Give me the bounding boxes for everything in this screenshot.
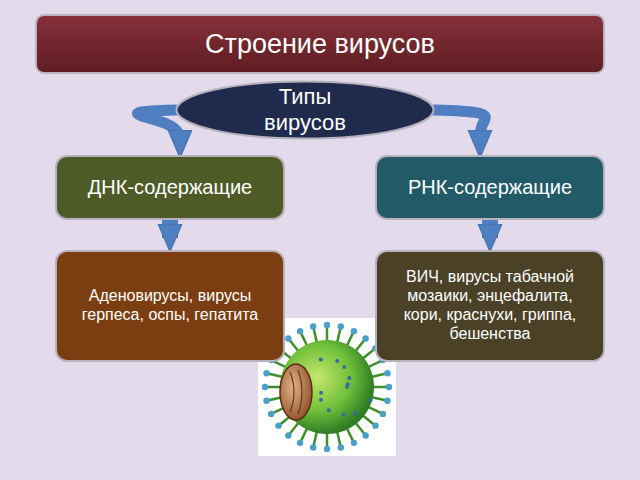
category-box: Аденовирусы, вирусы герпеса, оспы, гепат… bbox=[55, 250, 285, 362]
connector-arrow bbox=[162, 220, 178, 238]
dot bbox=[335, 359, 339, 363]
spike-tip bbox=[263, 370, 269, 376]
dot bbox=[342, 365, 346, 369]
spike-tip bbox=[275, 422, 281, 428]
dot bbox=[353, 411, 357, 415]
connector-arrow bbox=[137, 110, 180, 144]
spike-tip bbox=[263, 398, 269, 404]
spike-tip bbox=[372, 422, 378, 428]
connector-arrow bbox=[433, 110, 485, 144]
dot bbox=[319, 357, 323, 361]
spike-tip bbox=[380, 411, 386, 417]
spike-tip bbox=[262, 384, 268, 390]
dot bbox=[342, 413, 346, 417]
node-label: ВИЧ, вирусы табачной мозаики, энцефалита… bbox=[390, 268, 590, 344]
dot bbox=[327, 408, 331, 412]
virus-core bbox=[280, 364, 312, 420]
spike-tip bbox=[384, 370, 390, 376]
virus-core-lines bbox=[290, 370, 302, 414]
spike-tip bbox=[386, 384, 392, 390]
spike-tip bbox=[324, 322, 330, 328]
spike-tip bbox=[351, 440, 357, 446]
category-box: ВИЧ, вирусы табачной мозаики, энцефалита… bbox=[375, 250, 605, 362]
spike-tip bbox=[285, 335, 291, 341]
spike-tip bbox=[297, 328, 303, 334]
dot bbox=[369, 398, 373, 402]
spike-tip bbox=[297, 440, 303, 446]
type-ellipse: Типы вирусов bbox=[175, 80, 435, 140]
spike-tip bbox=[351, 328, 357, 334]
spike-tip bbox=[285, 432, 291, 438]
spike-tip bbox=[338, 444, 344, 450]
spike-tip bbox=[362, 432, 368, 438]
dot bbox=[319, 391, 323, 395]
virus-capsid bbox=[280, 340, 374, 434]
connector-arrow bbox=[482, 220, 498, 238]
dot bbox=[346, 382, 350, 386]
title: Строение вирусов bbox=[205, 29, 435, 60]
dot bbox=[319, 398, 323, 402]
node-label: Типы вирусов bbox=[240, 84, 370, 136]
dot bbox=[347, 376, 351, 380]
spike-tip bbox=[268, 411, 274, 417]
category-box: ДНК-содержащие bbox=[55, 155, 285, 220]
node-label: ДНК-содержащие bbox=[88, 176, 252, 200]
spike-tip bbox=[338, 323, 344, 329]
node-label: Аденовирусы, вирусы герпеса, оспы, гепат… bbox=[70, 287, 270, 325]
title-band: Строение вирусов bbox=[35, 14, 605, 74]
node-label: РНК-содержащие bbox=[408, 176, 572, 200]
spike-tip bbox=[310, 323, 316, 329]
spike-tip bbox=[324, 446, 330, 452]
spike-tip bbox=[310, 444, 316, 450]
category-box: РНК-содержащие bbox=[375, 155, 605, 220]
ellipse-shape bbox=[177, 82, 434, 139]
spike-tip bbox=[362, 335, 368, 341]
spike-tip bbox=[384, 398, 390, 404]
